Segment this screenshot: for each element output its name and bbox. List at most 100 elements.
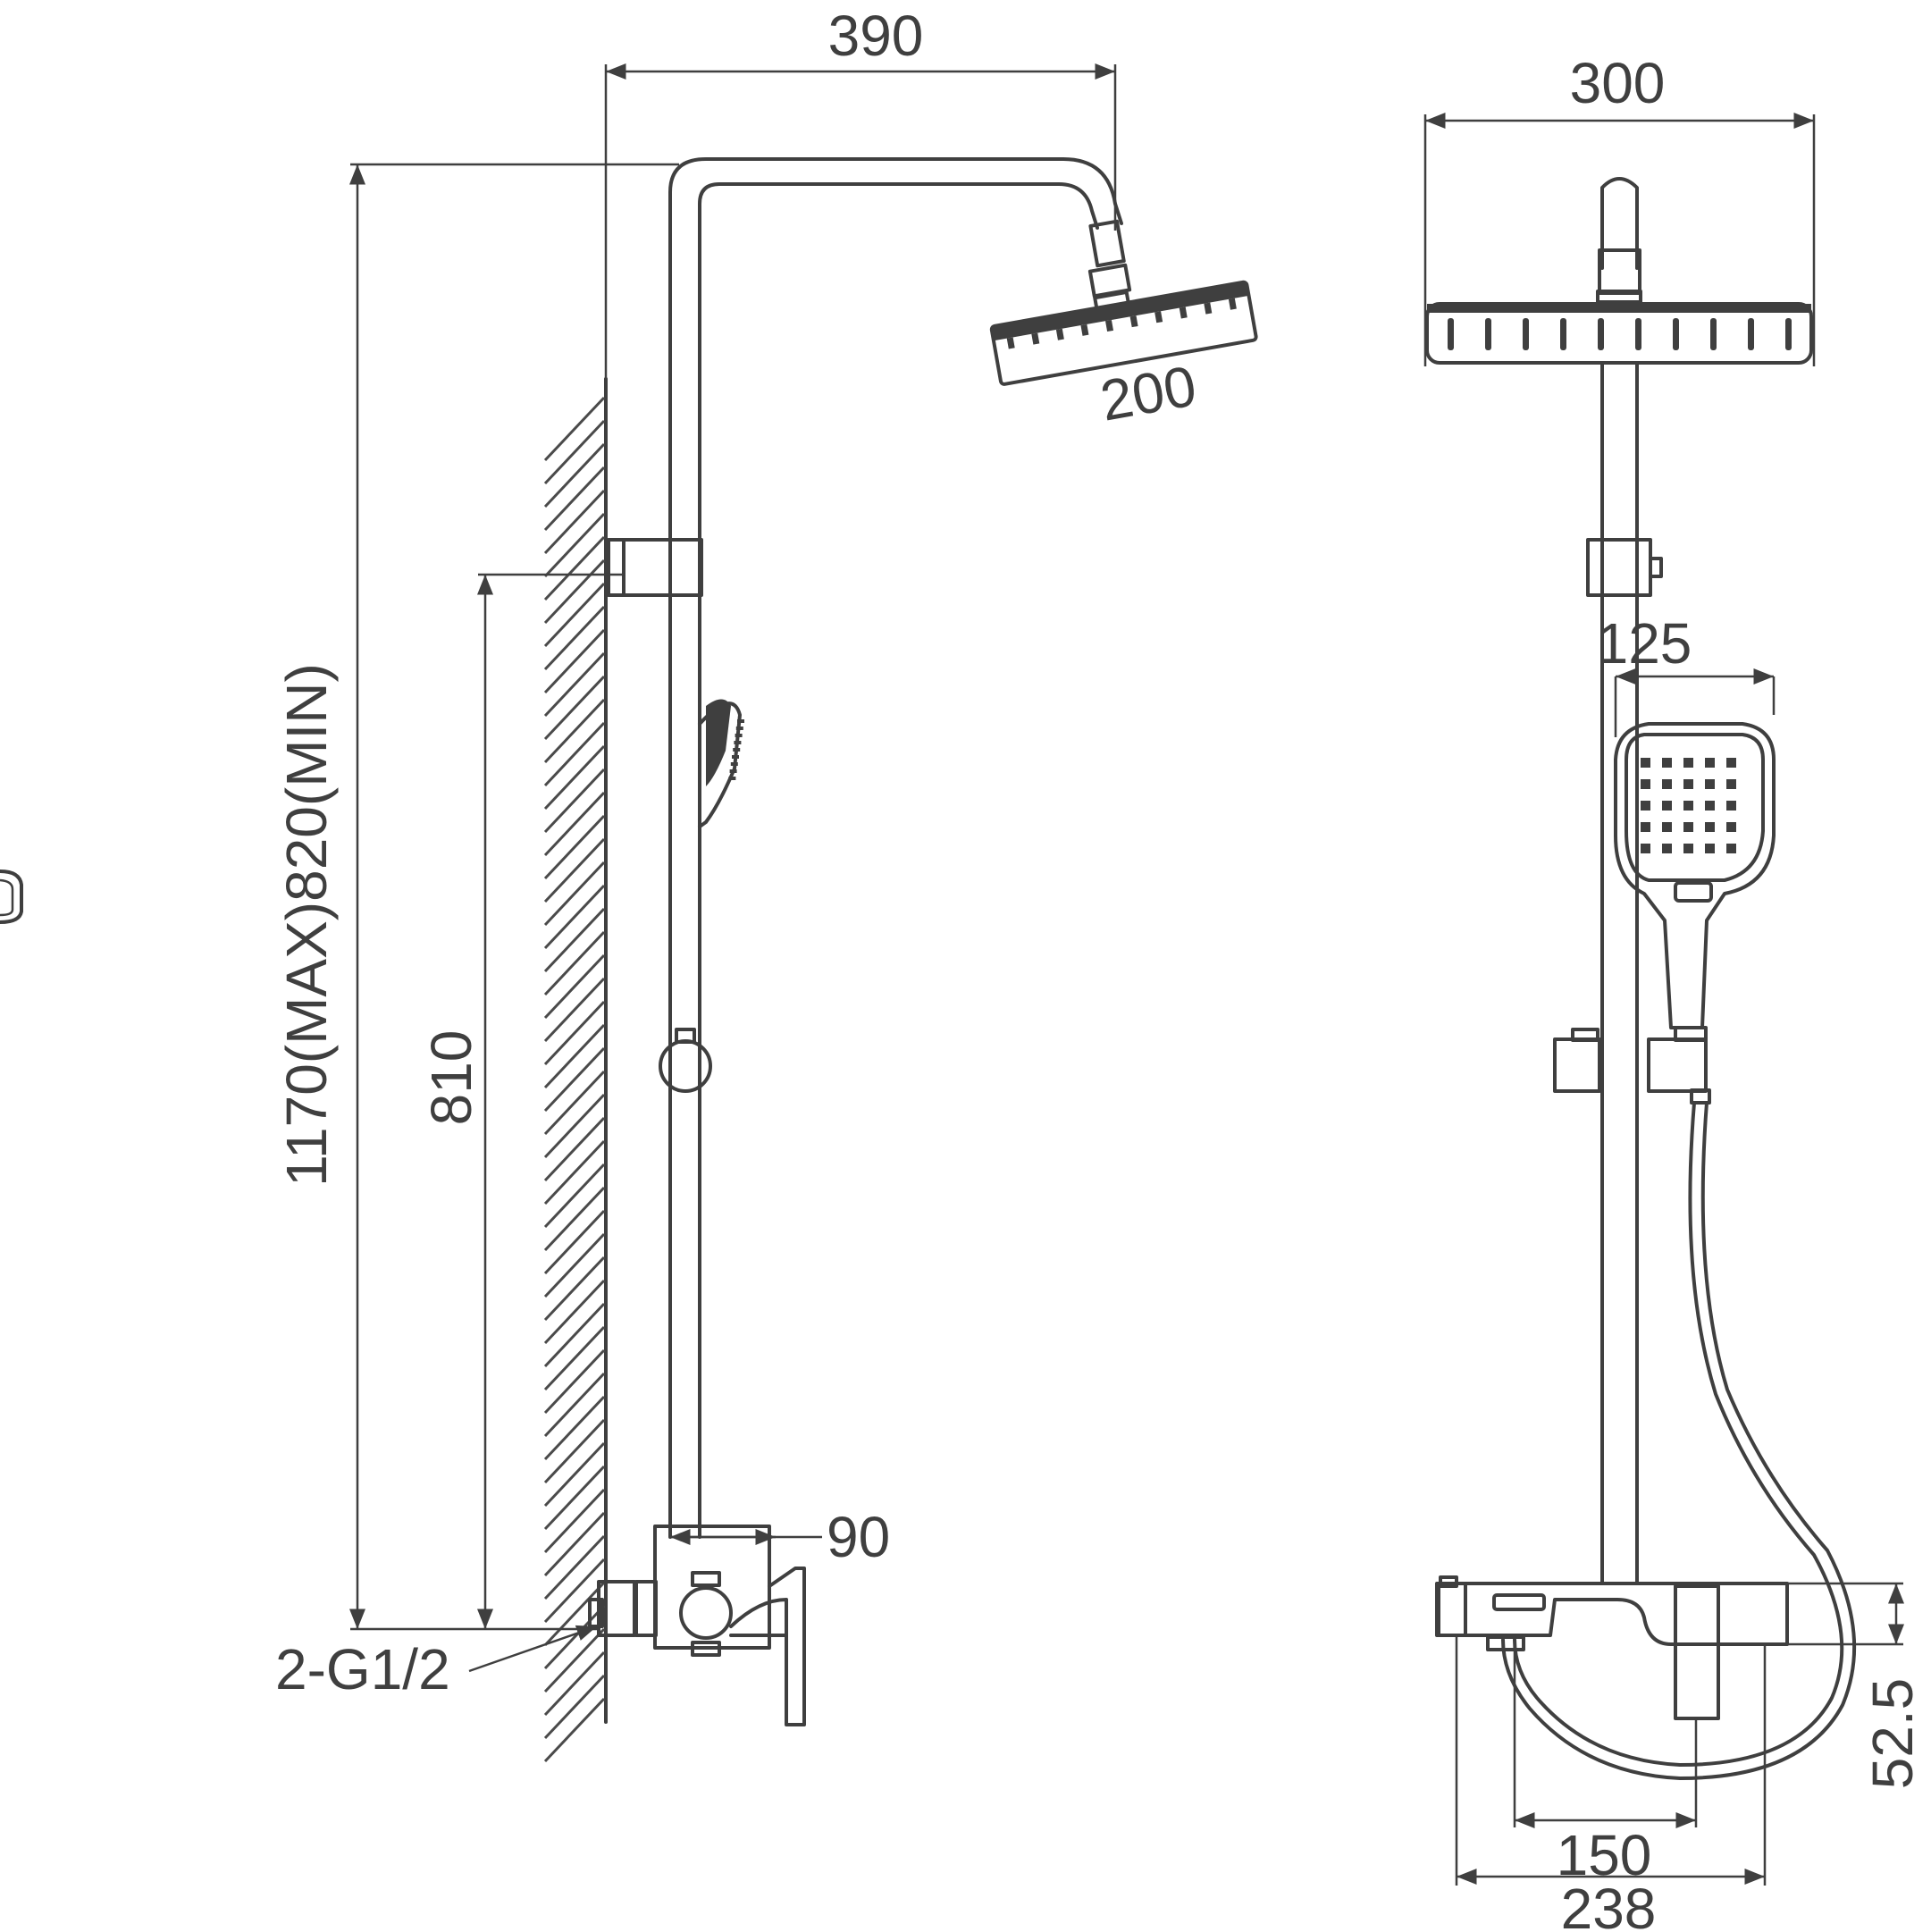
nozzle: [728, 777, 736, 780]
hatch-stroke: [543, 1465, 606, 1531]
nozzle: [729, 769, 737, 773]
nozzle: [1683, 844, 1693, 853]
hatch-stroke: [543, 1302, 606, 1368]
hatch-stroke: [543, 1232, 606, 1298]
nozzle: [1683, 779, 1693, 789]
hatch-stroke: [543, 837, 606, 903]
nozzle: [735, 727, 743, 730]
nozzle: [1726, 779, 1736, 789]
hatch-stroke: [543, 1348, 606, 1415]
hatch-stroke: [543, 1279, 606, 1345]
mixer-lever: [1674, 1584, 1720, 1720]
mixer-valve-front: [1435, 1575, 1789, 1720]
hatch-stroke: [543, 1116, 606, 1182]
hatch-stroke: [543, 791, 606, 857]
hatch-stroke: [543, 1511, 606, 1577]
nozzle: [1204, 302, 1213, 315]
nozzle: [1726, 822, 1736, 832]
hatch-stroke: [543, 744, 606, 811]
nozzle: [1673, 318, 1679, 350]
nozzle: [1662, 758, 1672, 768]
nozzle: [1560, 318, 1566, 350]
nozzle: [1705, 844, 1715, 853]
hatch-stroke: [543, 1674, 606, 1740]
nozzle: [1705, 779, 1715, 789]
hatch-stroke: [543, 1534, 606, 1600]
rain-head-stem: [1600, 177, 1639, 270]
hatch-stroke: [543, 1697, 606, 1763]
hatch-stroke: [543, 1325, 606, 1391]
hatch-stroke: [543, 466, 606, 532]
nozzle: [1683, 822, 1693, 832]
nozzle: [1641, 844, 1650, 853]
hatch-stroke: [543, 1418, 606, 1484]
nozzle: [1710, 318, 1717, 350]
rain-shower-head-side: [989, 280, 1258, 386]
nozzle: [1748, 318, 1754, 350]
hatch-stroke: [543, 419, 606, 485]
hatch-stroke: [543, 721, 606, 787]
hatch-stroke: [543, 814, 606, 880]
nozzle: [1726, 801, 1736, 811]
hatch-stroke: [543, 1488, 606, 1554]
spray-button: [1674, 881, 1713, 903]
hatch-stroke: [543, 1093, 606, 1159]
label-holder-height: 810: [419, 1030, 483, 1126]
nozzle: [1523, 318, 1529, 350]
hatch-stroke: [543, 1372, 606, 1438]
nozzle: [1080, 323, 1089, 336]
side-view: 390 200 1170(MAX)820(MIN) 810 90 2-G1/2: [274, 4, 1258, 1763]
hatch-stroke: [543, 1000, 606, 1066]
hatch-stroke: [543, 628, 606, 694]
hatch-stroke: [543, 930, 606, 996]
hatch-stroke: [543, 698, 606, 764]
nozzle: [1031, 332, 1040, 345]
hatch-stroke: [543, 442, 606, 508]
label-valve-height: 52.5: [1860, 1678, 1925, 1790]
shower-hose-inner: [1501, 1101, 1857, 1780]
hatch-stroke: [543, 1558, 606, 1624]
nozzle: [1154, 311, 1163, 323]
hatch-stroke: [543, 1046, 606, 1113]
nozzle: [1683, 758, 1693, 768]
hatch-stroke: [543, 512, 606, 578]
hatch-stroke: [543, 675, 606, 741]
label-valve-offset: 90: [827, 1505, 890, 1569]
nozzle: [1598, 318, 1604, 350]
hatch-stroke: [543, 768, 606, 834]
shower-hose-outer: [1513, 1101, 1844, 1767]
label-rain-head-front: 300: [1570, 51, 1666, 115]
wall-bracket-front: [1586, 538, 1652, 597]
wall-hatching: [543, 396, 606, 1763]
hatch-stroke: [543, 1581, 606, 1647]
rain-shower-head-front: [1425, 302, 1813, 365]
hatch-stroke: [543, 861, 606, 927]
nozzle: [1705, 822, 1715, 832]
hatch-stroke: [543, 953, 606, 1020]
nozzle: [737, 719, 744, 723]
hatch-stroke: [543, 535, 606, 601]
shower-arm-outer: [668, 157, 1123, 1539]
hatch-stroke: [543, 1604, 606, 1670]
nozzle: [1006, 337, 1015, 349]
hatch-stroke: [543, 1395, 606, 1461]
nozzle: [730, 762, 738, 766]
nozzle: [1228, 298, 1237, 310]
hatch-stroke: [543, 1163, 606, 1229]
nozzle: [1662, 801, 1672, 811]
label-inlets: 2-G1/2: [275, 1637, 450, 1701]
hatch-stroke: [543, 396, 606, 462]
shower-arm-inner: [698, 182, 1099, 1539]
hatch-stroke: [543, 651, 606, 718]
leader-inlets: [468, 1625, 598, 1673]
nozzle: [1641, 822, 1650, 832]
swivel-nut: [1087, 263, 1132, 298]
nozzle: [1662, 844, 1672, 853]
hatch-stroke: [543, 907, 606, 973]
nozzle: [1662, 822, 1672, 832]
arm-connector: [1088, 219, 1126, 268]
hatch-stroke: [543, 489, 606, 555]
label-height-range: 1170(MAX)820(MIN): [274, 663, 339, 1187]
nozzle: [1726, 844, 1736, 853]
hand-shower-holder: [1553, 1028, 1711, 1105]
